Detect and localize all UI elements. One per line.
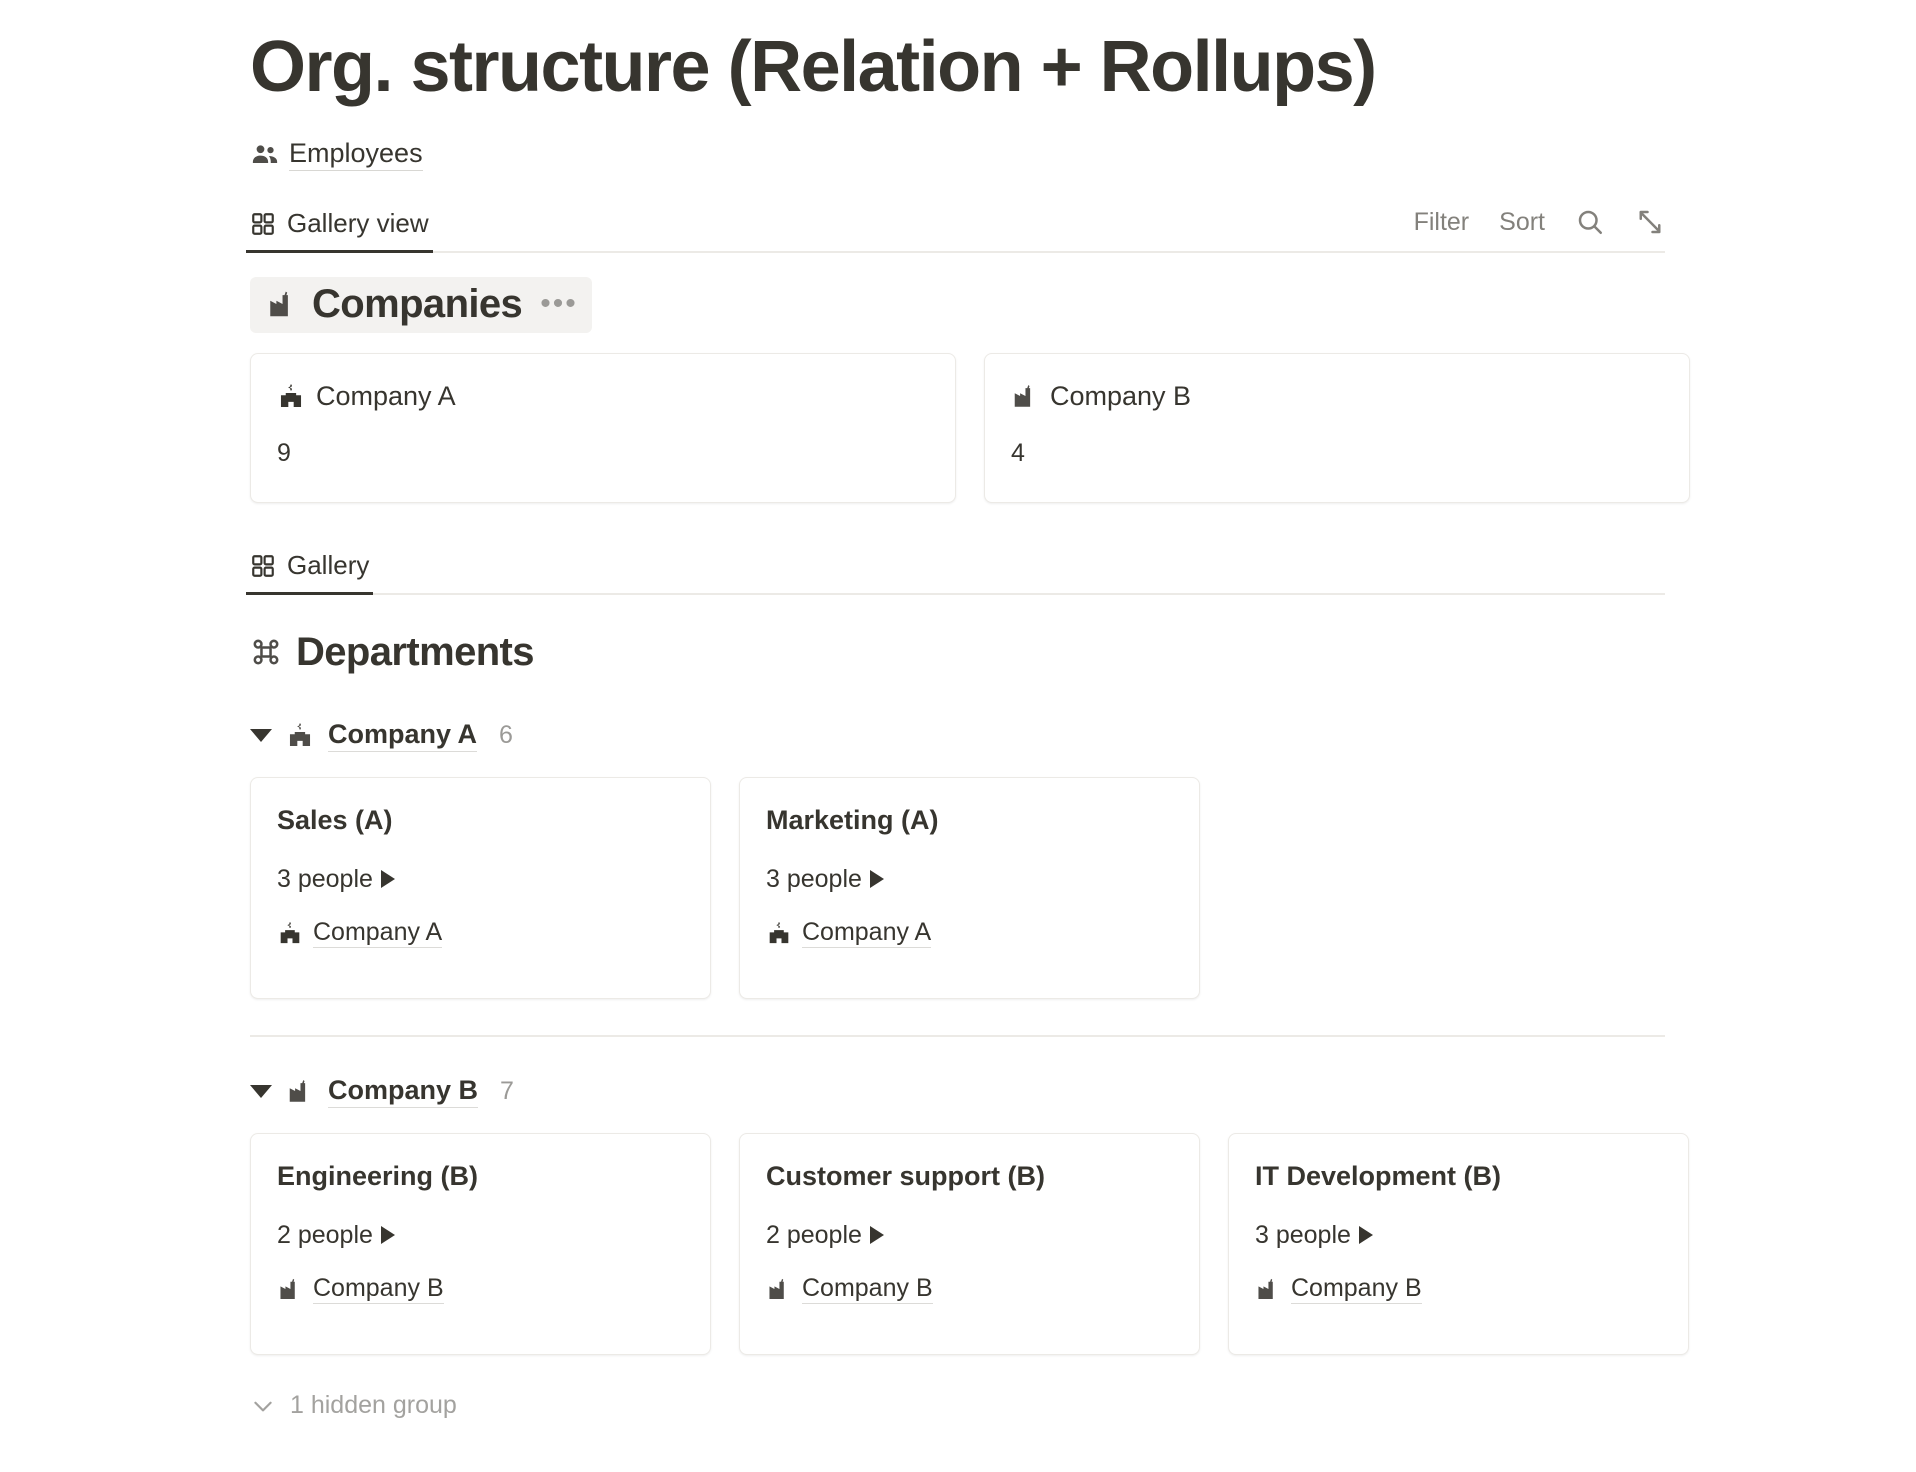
department-card-relation[interactable]: Company A: [766, 918, 1173, 949]
department-card-title: Sales (A): [277, 805, 393, 836]
factory-building-icon: [1255, 1276, 1281, 1302]
relation-label[interactable]: Company B: [1291, 1274, 1422, 1305]
source-database-label: Employees: [289, 138, 423, 171]
tab-label: Gallery view: [287, 208, 429, 239]
factory-building-icon: [766, 1276, 792, 1302]
school-building-icon: [277, 382, 305, 410]
people-count-label: 3 people: [766, 864, 862, 893]
department-card-people[interactable]: 3 people: [277, 865, 684, 894]
school-building-icon: [277, 920, 303, 946]
relation-label[interactable]: Company B: [313, 1274, 444, 1305]
relation-label[interactable]: Company B: [802, 1274, 933, 1305]
department-card[interactable]: Sales (A) 3 people Company A: [250, 777, 711, 1000]
school-building-icon: [286, 721, 314, 749]
factory-building-icon: [277, 1276, 303, 1302]
collapse-caret-icon[interactable]: [250, 1084, 272, 1098]
department-card[interactable]: IT Development (B) 3 people Company B: [1228, 1133, 1689, 1356]
factory-building-icon: [286, 1077, 314, 1105]
companies-card-row: Company A 9 Company B 4: [250, 353, 1916, 504]
factory-building-icon: [266, 288, 298, 320]
place-of-interest-icon: [250, 636, 282, 668]
department-card-row: Engineering (B) 2 people Company B Custo…: [250, 1133, 1916, 1356]
group-count: 7: [500, 1076, 514, 1105]
view-toolbar: Filter Sort: [1414, 207, 1665, 251]
department-card[interactable]: Marketing (A) 3 people Company A: [739, 777, 1200, 1000]
group-name[interactable]: Company A: [328, 719, 478, 752]
expand-triangle-icon[interactable]: [869, 870, 884, 889]
people-count-label: 2 people: [766, 1220, 862, 1249]
company-card-title-row: Company B: [1011, 380, 1663, 412]
department-card-relation[interactable]: Company B: [277, 1274, 684, 1305]
department-card-relation[interactable]: Company B: [766, 1274, 1173, 1305]
expand-triangle-icon[interactable]: [380, 1226, 395, 1245]
department-card-title: Customer support (B): [766, 1161, 1045, 1192]
group-name[interactable]: Company B: [328, 1075, 479, 1108]
department-group: Company B 7 Engineering (B) 2 people Com…: [250, 1071, 1916, 1356]
people-count-label: 3 people: [277, 864, 373, 893]
source-database-link[interactable]: Employees: [250, 137, 1916, 171]
tab-label: Gallery: [287, 550, 370, 581]
section-title: Companies: [312, 282, 523, 327]
section-header-companies[interactable]: Companies •••: [250, 277, 592, 334]
people-count-label: 2 people: [277, 1220, 373, 1249]
company-card[interactable]: Company B 4: [984, 353, 1690, 504]
page-title: Org. structure (Relation + Rollups): [250, 27, 1377, 107]
department-card-title: Marketing (A): [766, 805, 939, 836]
view-tabbar-secondary: Gallery: [245, 539, 1665, 596]
filter-button[interactable]: Filter: [1413, 207, 1470, 236]
collapse-caret-icon[interactable]: [250, 728, 272, 742]
department-card[interactable]: Engineering (B) 2 people Company B: [250, 1133, 711, 1356]
expand-triangle-icon[interactable]: [380, 870, 395, 889]
relation-label[interactable]: Company A: [802, 918, 932, 949]
relation-label[interactable]: Company A: [313, 918, 443, 949]
department-card-title: Engineering (B): [277, 1161, 478, 1192]
tab-gallery-view[interactable]: Gallery view: [246, 208, 433, 254]
company-card[interactable]: Company A 9: [250, 353, 956, 504]
hidden-group-toggle[interactable]: 1 hidden group: [250, 1391, 1916, 1420]
group-header[interactable]: Company B 7: [250, 1071, 1916, 1111]
people-count-label: 3 people: [1255, 1220, 1351, 1249]
department-card-title: IT Development (B): [1255, 1161, 1502, 1192]
group-divider: [250, 1035, 1665, 1038]
department-group: Company A 6 Sales (A) 3 people: [250, 715, 1916, 1000]
department-card-people[interactable]: 2 people: [277, 1221, 684, 1250]
gallery-grid-icon: [250, 211, 276, 237]
chevron-down-icon: [250, 1393, 276, 1419]
department-card[interactable]: Customer support (B) 2 people Company B: [739, 1133, 1200, 1356]
section-header-departments[interactable]: Departments: [250, 625, 535, 681]
search-icon[interactable]: [1575, 207, 1605, 237]
company-card-title-row: Company A: [277, 380, 929, 412]
department-card-people[interactable]: 2 people: [766, 1221, 1173, 1250]
group-count: 6: [499, 720, 513, 749]
section-title: Departments: [296, 630, 535, 675]
factory-building-icon: [1011, 382, 1039, 410]
company-card-metric: 9: [277, 438, 291, 467]
department-card-relation[interactable]: Company A: [277, 918, 684, 949]
sort-button[interactable]: Sort: [1499, 207, 1545, 236]
group-header[interactable]: Company A 6: [250, 715, 1916, 755]
gallery-grid-icon: [250, 553, 276, 579]
expand-diagonal-icon[interactable]: [1635, 207, 1665, 237]
hidden-group-label: 1 hidden group: [290, 1391, 457, 1420]
company-card-title: Company B: [1050, 381, 1192, 412]
expand-triangle-icon[interactable]: [869, 1226, 884, 1245]
ellipsis-icon[interactable]: •••: [540, 287, 578, 321]
tab-gallery[interactable]: Gallery: [245, 550, 374, 596]
view-tabbar-primary: Gallery view Filter Sort: [246, 197, 1665, 254]
school-building-icon: [766, 920, 792, 946]
expand-triangle-icon[interactable]: [1358, 1226, 1373, 1245]
company-card-metric: 4: [1011, 438, 1025, 467]
department-card-people[interactable]: 3 people: [1255, 1221, 1662, 1250]
department-card-relation[interactable]: Company B: [1255, 1274, 1662, 1305]
department-card-people[interactable]: 3 people: [766, 865, 1173, 894]
people-group-icon: [250, 139, 280, 169]
department-card-row: Sales (A) 3 people Company A Mar: [250, 777, 1916, 1000]
company-card-title: Company A: [316, 381, 456, 412]
